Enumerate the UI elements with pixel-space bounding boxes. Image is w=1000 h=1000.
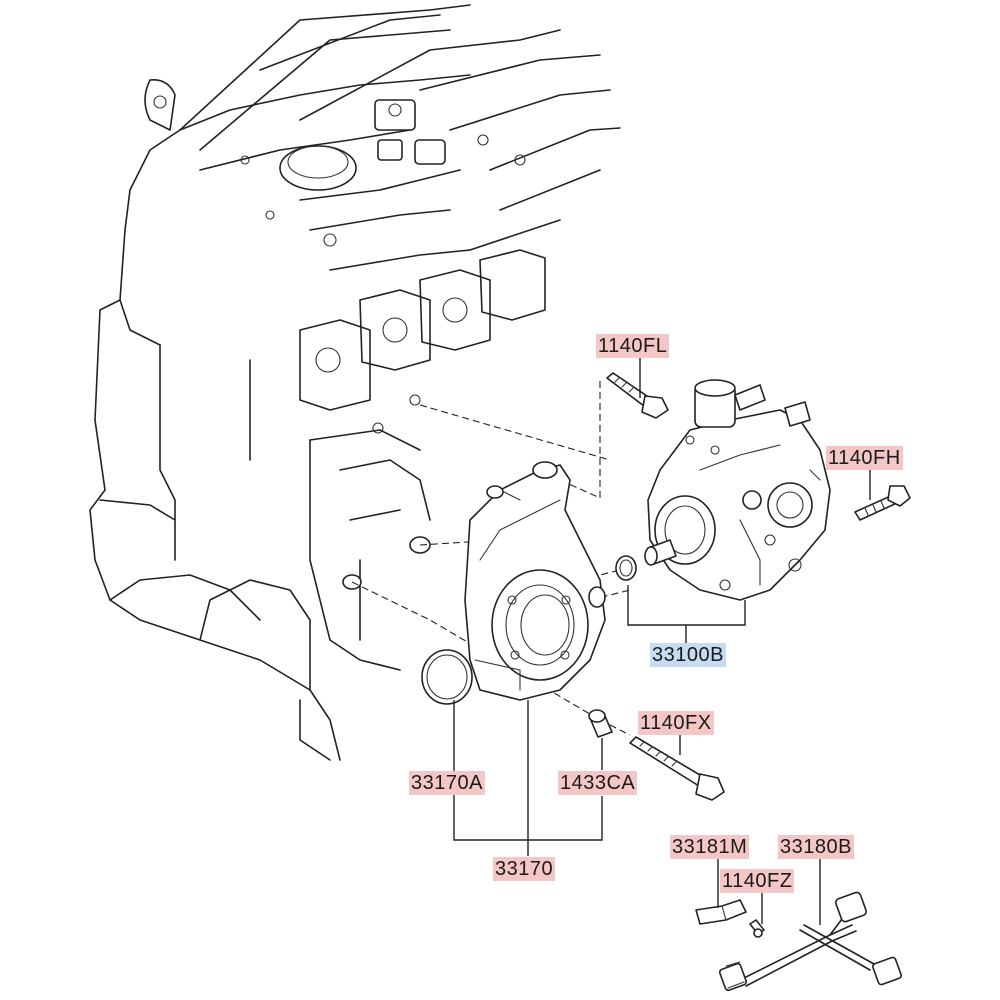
oring-large[interactable]	[421, 649, 473, 705]
bushing[interactable]	[588, 709, 613, 738]
label-33170[interactable]: 33170	[493, 857, 556, 881]
high-pressure-pump[interactable]	[644, 379, 831, 601]
label-1140FH[interactable]: 1140FH	[826, 446, 903, 470]
label-33100B[interactable]: 33100B	[650, 643, 726, 667]
bolt-lower[interactable]	[629, 736, 725, 801]
wiring-harness[interactable]	[718, 891, 902, 992]
label-33170A[interactable]: 33170A	[409, 771, 485, 795]
engine-block	[89, 4, 621, 761]
label-1140FZ[interactable]: 1140FZ	[720, 869, 795, 893]
label-1433CA[interactable]: 1433CA	[558, 771, 638, 795]
harness-clip[interactable]	[695, 899, 747, 925]
small-screw[interactable]	[749, 919, 765, 938]
oring-small[interactable]	[615, 555, 637, 581]
pump-bracket[interactable]	[464, 461, 606, 701]
bolt-top[interactable]	[606, 372, 669, 419]
label-33181M[interactable]: 33181M	[670, 835, 750, 859]
label-33180B[interactable]: 33180B	[778, 835, 854, 859]
label-1140FX[interactable]: 1140FX	[638, 711, 714, 735]
label-1140FL[interactable]: 1140FL	[596, 334, 670, 358]
leader-lines	[453, 358, 871, 925]
bolt-right[interactable]	[854, 485, 911, 521]
